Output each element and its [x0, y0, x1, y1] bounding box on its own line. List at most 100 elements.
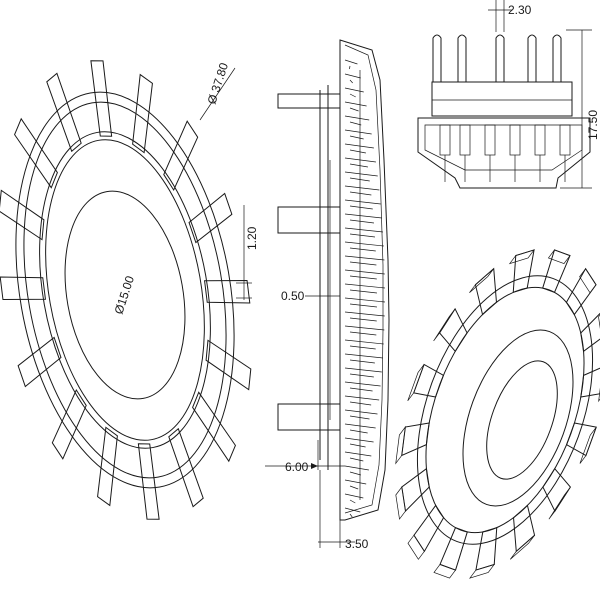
fin-section-line: [344, 311, 385, 317]
elevation-detail: [439, 124, 571, 182]
fin-section-line: [344, 185, 380, 191]
iso-fin-face: [548, 486, 571, 520]
elevation-base-inner: [424, 124, 583, 171]
pin-top: [277, 93, 341, 109]
body-outline: [339, 39, 390, 521]
fin-section-line: [349, 387, 373, 392]
radial-fin: [192, 391, 236, 463]
body-inner-outline: [344, 44, 384, 514]
fin-section-line: [349, 345, 376, 350]
fin-section-line: [344, 73, 361, 79]
fin-section-line: [344, 87, 364, 93]
elevation-pin: [495, 34, 505, 82]
iso-fin: [542, 467, 572, 513]
iso-inner-ring: [462, 329, 574, 507]
radial-fins: [0, 60, 252, 520]
fin-section-line: [349, 107, 359, 112]
fin-section-line: [344, 59, 358, 65]
iso-fin-face: [579, 268, 597, 294]
fin-section-line: [344, 507, 361, 513]
iso-fin-face: [508, 249, 536, 265]
fin-section-line: [344, 367, 382, 373]
fin-section-line: [344, 213, 383, 219]
elevation-view: 2.30 17.50: [417, 0, 600, 189]
fin-thickness-label: 1.20: [245, 226, 259, 250]
elevation-pin: [552, 34, 562, 82]
radial-fin: [163, 120, 199, 192]
fin-section-line: [344, 479, 367, 485]
middle-ring-2: [45, 139, 205, 441]
elevation-pins: [432, 34, 562, 82]
inner-diameter-label: Ø15.00: [112, 274, 138, 316]
fin-section-line: [349, 149, 366, 154]
side-view-fin-sections: [329, 59, 386, 518]
fin-section-line: [349, 289, 378, 294]
fin-section-line: [349, 401, 372, 406]
outer-diameter-leader: [199, 67, 236, 121]
fin-section-line: [344, 409, 378, 415]
fin-section-line: [344, 101, 367, 107]
fin-section-line: [349, 275, 377, 280]
outer-ring-1: [15, 91, 235, 489]
fin-section-line: [344, 171, 378, 177]
fin-section-line: [349, 219, 375, 224]
fin-section-line: [349, 373, 374, 378]
fin-section-line: [344, 493, 364, 499]
iso-fin: [475, 526, 498, 571]
iso-fin-face: [407, 364, 425, 402]
flange-width-label: 3.50: [345, 537, 369, 551]
fin-section-line: [349, 247, 376, 252]
fin-section-line: [349, 485, 359, 490]
iso-fin: [438, 307, 468, 353]
fin-section-line: [349, 93, 356, 98]
side-view: 0.50 6.00 3.50: [265, 39, 390, 551]
fin-section-line: [344, 353, 383, 359]
fin-section-line: [349, 499, 356, 504]
iso-fin-face: [598, 387, 600, 403]
fin-section-line: [349, 331, 377, 336]
elevation-pin: [432, 34, 442, 82]
elevation-collar: [431, 81, 573, 117]
iso-fin-face: [468, 563, 496, 579]
fin-section-line: [349, 205, 373, 210]
iso-fin: [580, 367, 600, 398]
iso-fin-face: [509, 535, 535, 560]
outer-diameter-label: Ø 37.80: [205, 61, 232, 106]
elevation-fin: [534, 124, 546, 156]
elevation-pin: [527, 34, 537, 82]
iso-fin: [512, 249, 535, 294]
fin-section-line: [349, 191, 372, 196]
fin-section-line: [344, 283, 386, 289]
iso-fin: [401, 467, 430, 513]
iso-fin-face: [395, 425, 406, 465]
total-height-label: 17.50: [586, 110, 600, 140]
fin-section-line: [349, 261, 377, 266]
fin-section-line: [349, 429, 368, 434]
step-gap-label: 0.50: [281, 289, 305, 303]
elevation-fin: [484, 124, 496, 156]
fin-section-line: [344, 255, 385, 261]
elevation-fin: [509, 124, 521, 156]
fin-section-line: [349, 233, 376, 238]
radial-fin: [46, 72, 82, 153]
fin-section-line: [349, 471, 361, 476]
fin-section-line: [344, 325, 385, 331]
iso-fin: [401, 422, 430, 457]
elevation-base: [417, 117, 591, 189]
isometric-fins: [395, 249, 600, 579]
fin-section-line: [344, 339, 384, 345]
radial-fin: [97, 426, 118, 507]
radial-fin: [17, 336, 62, 388]
radial-fin: [0, 189, 45, 241]
radial-fin: [137, 443, 160, 520]
fin-section-line: [344, 297, 386, 303]
iso-outer-ring: [416, 275, 594, 545]
fin-section-line: [344, 227, 384, 233]
fin-section-line: [344, 381, 381, 387]
radial-fin: [188, 192, 233, 244]
base-offset-label: 6.00: [285, 460, 309, 474]
iso-fin-face: [433, 563, 457, 579]
radial-fin: [90, 60, 113, 137]
